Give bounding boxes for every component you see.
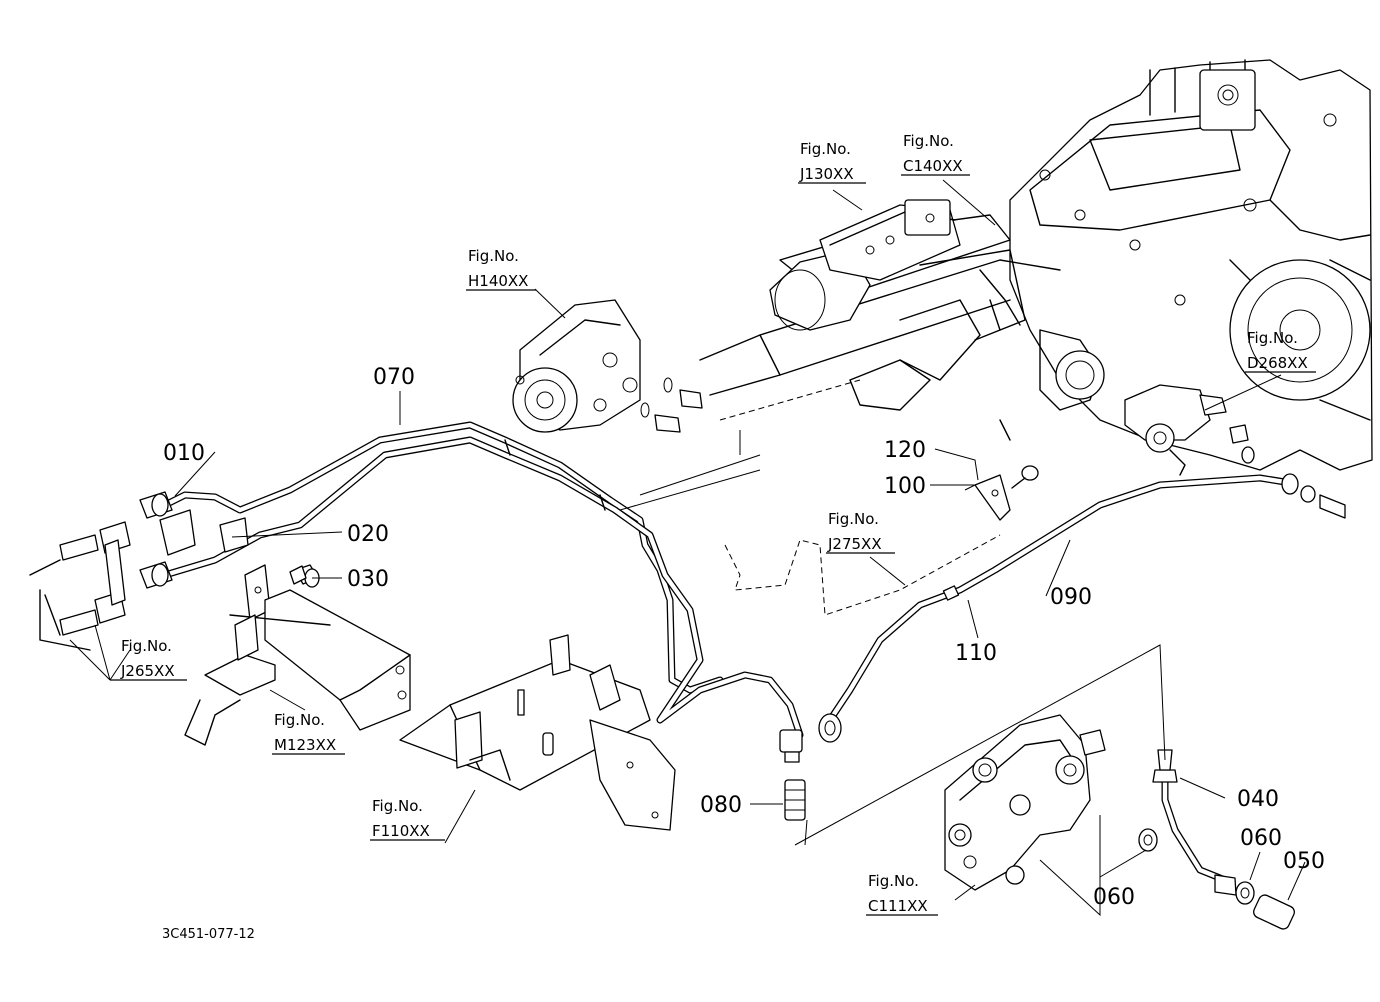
fig-ref-j130: Fig.No. J130XX	[798, 140, 866, 184]
fig-ref-code: J275XX	[827, 535, 882, 553]
floor-plate	[399, 634, 676, 831]
fig-ref-label: Fig.No.	[828, 510, 879, 528]
fig-ref-label: Fig.No.	[372, 797, 423, 815]
callout-080: 080	[700, 793, 742, 818]
callout-020: 020	[347, 522, 389, 547]
fig-ref-code: J130XX	[799, 165, 854, 183]
rear-valve-fitting	[1124, 384, 1255, 476]
pipe-070	[161, 421, 724, 694]
washer-060	[1138, 828, 1255, 905]
callout-060-left: 060	[1093, 885, 1135, 910]
control-valve	[944, 714, 1106, 891]
drawing-code: 3C451-077-12	[162, 927, 255, 942]
leader-lines	[69, 179, 1306, 917]
fig-ref-d268: Fig.No. D268XX	[1245, 329, 1316, 373]
callout-030: 030	[347, 567, 389, 592]
fig-ref-code: C140XX	[903, 157, 963, 175]
fig-ref-code: M123XX	[274, 736, 336, 754]
fig-ref-label: Fig.No.	[1247, 329, 1298, 347]
callout-110: 110	[955, 641, 997, 666]
hidden-line	[724, 534, 1001, 616]
fitting-080	[779, 713, 842, 821]
bolt-120	[1011, 465, 1039, 489]
hydraulic-pump	[512, 299, 703, 433]
fig-ref-label: Fig.No.	[903, 132, 954, 150]
fig-ref-code: F110XX	[372, 822, 430, 840]
left-bracket	[184, 564, 411, 746]
fig-ref-code: H140XX	[468, 272, 528, 290]
valve-assembly	[819, 199, 961, 281]
callout-010: 010	[163, 441, 205, 466]
fig-ref-j265: Fig.No. J265XX	[110, 637, 187, 681]
fig-ref-j275: Fig.No. J275XX	[826, 510, 895, 554]
callout-090: 090	[1050, 585, 1092, 610]
fig-ref-label: Fig.No.	[468, 247, 519, 265]
fig-ref-code: C111XX	[868, 897, 928, 915]
fig-ref-label: Fig.No.	[121, 637, 172, 655]
callout-050: 050	[1283, 849, 1325, 874]
transmission-housing	[1009, 59, 1373, 471]
callout-labels: 010 020 030 070 040 060 050 060 080 090 …	[163, 365, 1325, 910]
pipe-040	[1152, 749, 1229, 884]
left-fittings	[29, 491, 249, 651]
fig-ref-label: Fig.No.	[274, 711, 325, 729]
fig-ref-m123: Fig.No. M123XX	[272, 711, 345, 755]
bolt-050	[1214, 874, 1295, 930]
callout-060-right: 060	[1240, 826, 1282, 851]
fig-ref-label: Fig.No.	[868, 872, 919, 890]
pipe-090	[826, 474, 1289, 724]
fig-ref-c111: Fig.No. C111XX	[866, 872, 938, 916]
fig-ref-code: J265XX	[120, 662, 175, 680]
callout-100: 100	[884, 474, 926, 499]
fig-ref-c140: Fig.No. C140XX	[901, 132, 970, 176]
callout-040: 040	[1237, 787, 1279, 812]
right-end-fittings	[1281, 473, 1346, 519]
callout-120: 120	[884, 438, 926, 463]
fig-ref-code: D268XX	[1247, 354, 1308, 372]
fig-ref-f110: Fig.No. F110XX	[370, 797, 445, 841]
fig-ref-h140: Fig.No. H140XX	[466, 247, 536, 291]
fig-ref-label: Fig.No.	[800, 140, 851, 158]
bracket-100	[974, 474, 1011, 521]
pipe-020	[161, 436, 804, 739]
bolt-030	[289, 565, 307, 585]
callout-070: 070	[373, 365, 415, 390]
